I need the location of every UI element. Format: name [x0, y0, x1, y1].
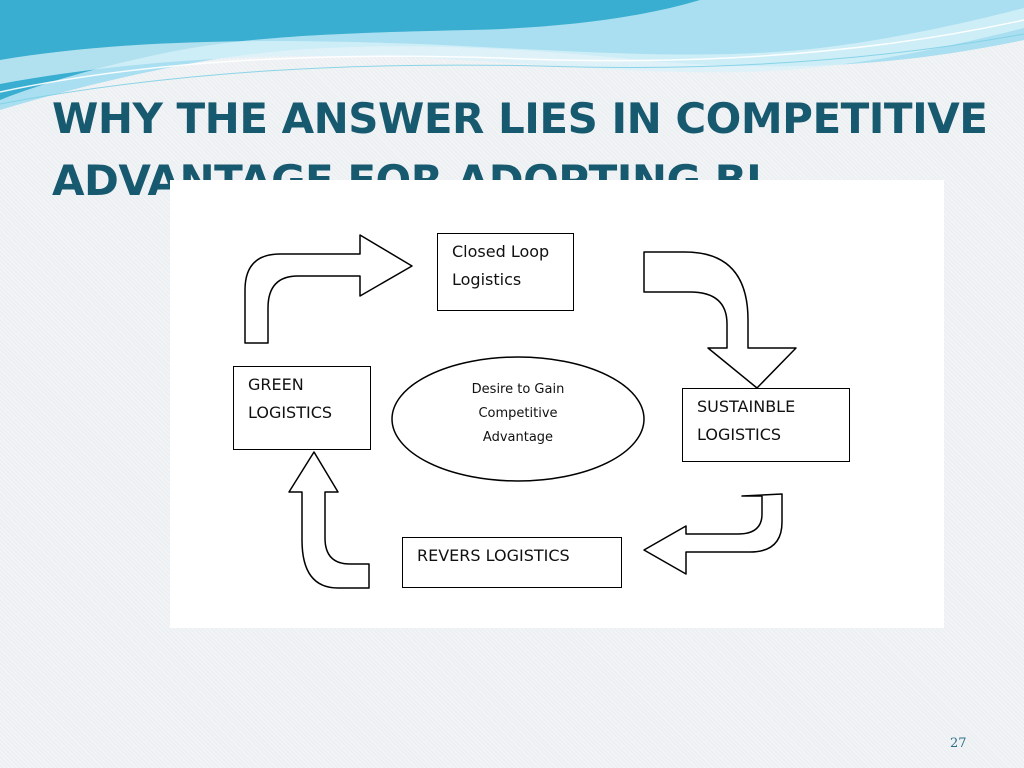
diagram-canvas	[244, 234, 797, 589]
header-wave-decoration	[0, 0, 1024, 110]
node-green-logistics: GREEN LOGISTICS	[233, 366, 371, 450]
arrow-sustainable-to-revers	[644, 494, 782, 574]
node-revers-logistics: REVERS LOGISTICS	[402, 537, 622, 588]
center-line-2: Competitive	[478, 406, 558, 421]
node-sustainable-line-1: SUSTAINBLE	[697, 397, 796, 416]
arrow-closed-loop-to-sustainable	[643, 251, 797, 389]
center-line-3: Advantage	[482, 430, 554, 445]
center-ellipse	[391, 356, 645, 482]
node-green-line-1: GREEN	[248, 375, 304, 394]
center-line-1: Desire to Gain	[471, 382, 565, 397]
wave-line-2	[0, 33, 1024, 105]
arrow-green-to-closed-loop	[244, 234, 413, 344]
node-closed-loop-logistics: Closed Loop Logistics	[437, 233, 574, 311]
arrow-revers-to-green	[288, 451, 370, 589]
node-green-line-2: LOGISTICS	[248, 403, 333, 422]
page-number: 27	[950, 736, 967, 751]
logistics-cycle-diagram: Closed Loop Logistics SUSTAINBLE LOGISTI…	[170, 180, 944, 628]
node-revers-line-1: REVERS LOGISTICS	[417, 546, 570, 565]
wave-line	[0, 19, 1024, 93]
node-closed-loop-line-1: Closed Loop	[452, 242, 550, 261]
node-closed-loop-line-2: Logistics	[452, 270, 522, 289]
wave-highlight	[0, 8, 1024, 84]
wave-front	[0, 0, 700, 100]
center-desire-label: Desire to Gain Competitive Advantage	[396, 378, 640, 450]
node-sustainable-line-2: LOGISTICS	[697, 425, 782, 444]
title-line-1: WHY THE ANSWER LIES IN COMPETITIVE	[52, 94, 988, 143]
arrow-sustainable-to-revers-shape	[643, 493, 783, 575]
node-sustainable-logistics: SUSTAINBLE LOGISTICS	[682, 388, 850, 462]
